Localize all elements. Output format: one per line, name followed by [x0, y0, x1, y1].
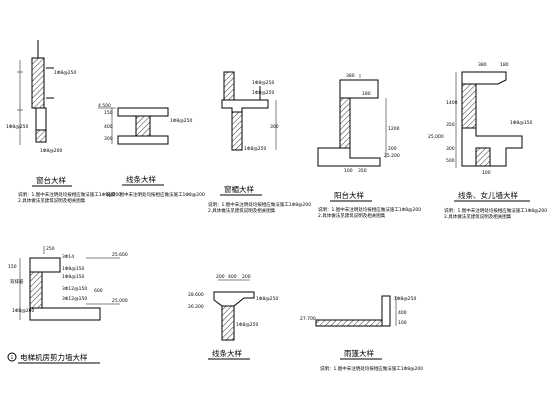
- note: 2.具体做法见建筑说明及相关图集: [18, 197, 86, 204]
- note: 2.具体做法见建筑说明及相关图集: [444, 213, 512, 220]
- dim-label: 380: [346, 73, 355, 79]
- elevation-label: 25.000: [112, 298, 128, 304]
- detail-title: 窗台大样: [36, 175, 66, 185]
- detail-title: 线条、女儿墙大样: [458, 190, 518, 200]
- dim-label: 1Φ8@250: [244, 146, 266, 152]
- dim-label: 1Φ8@150: [62, 266, 84, 272]
- detail-canopy: 27.700 1Φ8@250 400 100 雨篷大样 说明：1.图中未注明处均…: [300, 295, 423, 372]
- dim-label: 150: [104, 110, 113, 116]
- dim-label: 1Φ8@250: [252, 80, 274, 86]
- detail-title: 阳台大样: [334, 190, 364, 200]
- note: 2.具体做法见建筑说明及相关图集: [208, 207, 276, 214]
- dim-label: 300: [270, 124, 279, 130]
- detail-marker-circle: [7, 352, 17, 362]
- dim-label: 200: [216, 274, 225, 280]
- elevation-label: 4.500: [98, 103, 111, 109]
- dim-label: 180: [500, 62, 509, 68]
- dim-label: 3Φ12@150: [62, 296, 87, 302]
- dim-label: 100: [344, 168, 353, 174]
- dim-label: 1Φ8@150: [510, 120, 532, 126]
- dim-label: 100: [482, 170, 491, 176]
- elevation-label: 25.200: [384, 153, 400, 159]
- detail-title: 窗楣大样: [224, 184, 254, 194]
- dim-label: 380: [478, 62, 487, 68]
- dim-label: 1Φ8@250: [6, 124, 28, 130]
- detail-window-sill: 1Φ8@250 1Φ8@250 1Φ8@200 窗台大样 说明：1.图中未注明处…: [6, 40, 121, 204]
- elevation-label: 25.600: [112, 252, 128, 258]
- dim-label: 400: [228, 274, 237, 280]
- note: 说明：1.图中未注明处均按相应做法施工1Φ8@200: [208, 201, 311, 208]
- dim-label: 250: [46, 246, 55, 252]
- dim-label: 1200: [388, 126, 400, 132]
- lintel-section: [221, 99, 269, 151]
- detail-marker-number: 1: [11, 355, 14, 361]
- note: 说明：1.图中未注明处均按相应做法施工1Φ8@200: [18, 191, 121, 198]
- elevation-label: 25.000: [428, 134, 444, 140]
- note: 说明：1.图中未注明处均按相应做法施工1Φ8@200: [318, 206, 421, 213]
- detail-parapet: 380 180 1400 350 25.000 300 500 100 1Φ8@…: [428, 62, 547, 220]
- dim-label: 200: [242, 274, 251, 280]
- dim-label: 100: [398, 320, 407, 326]
- note: 说明：1.图中未注明处均按相应做法施工1Φ8@200: [320, 365, 423, 372]
- dim-label: 3Φ14: [62, 254, 74, 260]
- dim-label: 150: [8, 264, 17, 270]
- detail-title: 雨篷大样: [344, 348, 374, 358]
- note: 说明：图中未注明处均按相应做法施工1Φ8@200: [106, 191, 205, 198]
- dim-label: 1Φ8@150: [62, 274, 84, 280]
- dim-label: 1Φ8@250: [256, 296, 278, 302]
- dim-label: 180: [362, 91, 371, 97]
- elevation-label: 27.700: [300, 316, 316, 322]
- dim-label: 350: [446, 122, 455, 128]
- detail-title: 电梯机房剪力墙大样: [20, 352, 88, 362]
- detail-balcony: 380 180 1200 200 25.200 100 350 阳台大样 说明：…: [317, 73, 421, 219]
- dim-label: 1Φ8@250: [170, 118, 192, 124]
- slab-section: [317, 147, 381, 167]
- dim-label: 300: [446, 146, 455, 152]
- note: 2.具体做法见建筑说明及相关图集: [318, 212, 386, 219]
- detail-moulding-2: 200 400 200 1Φ8@250 1Φ8@250 28.600 26.20…: [188, 274, 278, 360]
- detail-moulding: 4.500 150 400 300 1Φ8@250 线条大样 说明：图中未注明处…: [98, 103, 205, 198]
- note: 说明：1.图中未注明处均按相应做法施工1Φ8@200: [444, 207, 547, 214]
- cornice-section: [461, 127, 523, 167]
- dim-label: 双排筋: [10, 278, 24, 285]
- detail-shear-wall: 250 150 600 3Φ14 1Φ8@150 1Φ8@150 3Φ12@15…: [7, 246, 128, 364]
- wall-section: [31, 57, 45, 109]
- dim-label: 1Φ8@250: [236, 322, 258, 328]
- dim-label: 1Φ8@250: [54, 70, 76, 76]
- dim-label: 1Φ8@200: [40, 148, 62, 154]
- dim-label: 1Φ8@250: [252, 90, 274, 96]
- dim-label: 500: [446, 158, 455, 164]
- detail-window-lintel: 1Φ8@250 1Φ8@250 300 1Φ8@250 窗楣大样 说明：1.图中…: [208, 71, 311, 214]
- dim-label: 200: [388, 146, 397, 152]
- elevation-label: 28.600: [188, 292, 204, 298]
- dim-label: 300: [104, 136, 113, 142]
- detail-title: 线条大样: [126, 174, 156, 184]
- dim-label: 600: [94, 288, 103, 294]
- dim-label: 350: [358, 168, 367, 174]
- dim-label: 3Φ12@150: [62, 286, 87, 292]
- dim-label: 400: [398, 310, 407, 316]
- dim-label: 1Φ8@250: [394, 296, 416, 302]
- dim-label: 1400: [446, 100, 458, 106]
- dim-label: 1Φ8@200: [12, 308, 34, 314]
- detail-title: 线条大样: [212, 348, 242, 358]
- elevation-label: 26.200: [188, 304, 204, 310]
- dim-label: 400: [104, 124, 113, 130]
